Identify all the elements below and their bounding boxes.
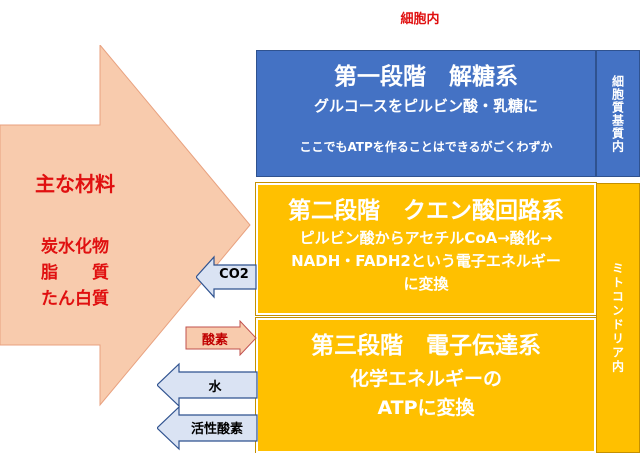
material-fat: 脂 質 <box>41 263 109 283</box>
ros-arrow <box>157 405 258 451</box>
material-carbohydrate: 炭水化物 <box>41 237 109 257</box>
material-protein: たん白質 <box>41 289 109 309</box>
stage1-line1: グルコースをピルビン酸・乳糖に <box>314 97 538 115</box>
stage1-title: 第一段階 解糖系 <box>334 64 518 90</box>
stage1-box: 第一段階 解糖系 グルコースをピルビン酸・乳糖に ここでもATPを作ることはでき… <box>256 50 596 177</box>
materials-arrow <box>0 45 251 407</box>
ros-label: 活性酸素 <box>190 422 243 437</box>
stage2-box: 第二段階 クエン酸回路系 ピルビン酸からアセチルCoA→酸化→ NADH・FAD… <box>255 182 597 316</box>
location-label: 細胞内 <box>400 12 440 27</box>
stage1-line2: ここでもATPを作ることはできるがごくわずか <box>299 140 553 154</box>
stage2-line1: ピルビン酸からアセチルCoA→酸化→ <box>299 229 553 247</box>
cytoplasm-label: 細胞質基質内 <box>596 50 640 177</box>
mitochondria-label: ミトコンドリア内 <box>596 183 640 453</box>
stage2-title: 第二段階 クエン酸回路系 <box>288 198 564 224</box>
stage2-line2: NADH・FADH2という電子エネルギー <box>291 252 561 270</box>
oxygen-label: 酸素 <box>201 333 228 348</box>
stage3-line1: 化学エネルギーの <box>349 368 502 390</box>
materials-title: 主な材料 <box>35 172 115 196</box>
water-label: 水 <box>208 380 222 395</box>
co2-arrow <box>196 255 257 299</box>
stage2-line3: に変換 <box>403 275 449 293</box>
co2-label: CO2 <box>219 267 249 282</box>
oxygen-arrow <box>185 320 257 356</box>
stage3-line2: ATPに変換 <box>377 397 475 419</box>
stage3-title: 第三段階 電子伝達系 <box>311 333 541 359</box>
water-arrow <box>157 362 258 408</box>
stage3-box: 第三段階 電子伝達系 化学エネルギーの ATPに変換 <box>255 317 597 453</box>
